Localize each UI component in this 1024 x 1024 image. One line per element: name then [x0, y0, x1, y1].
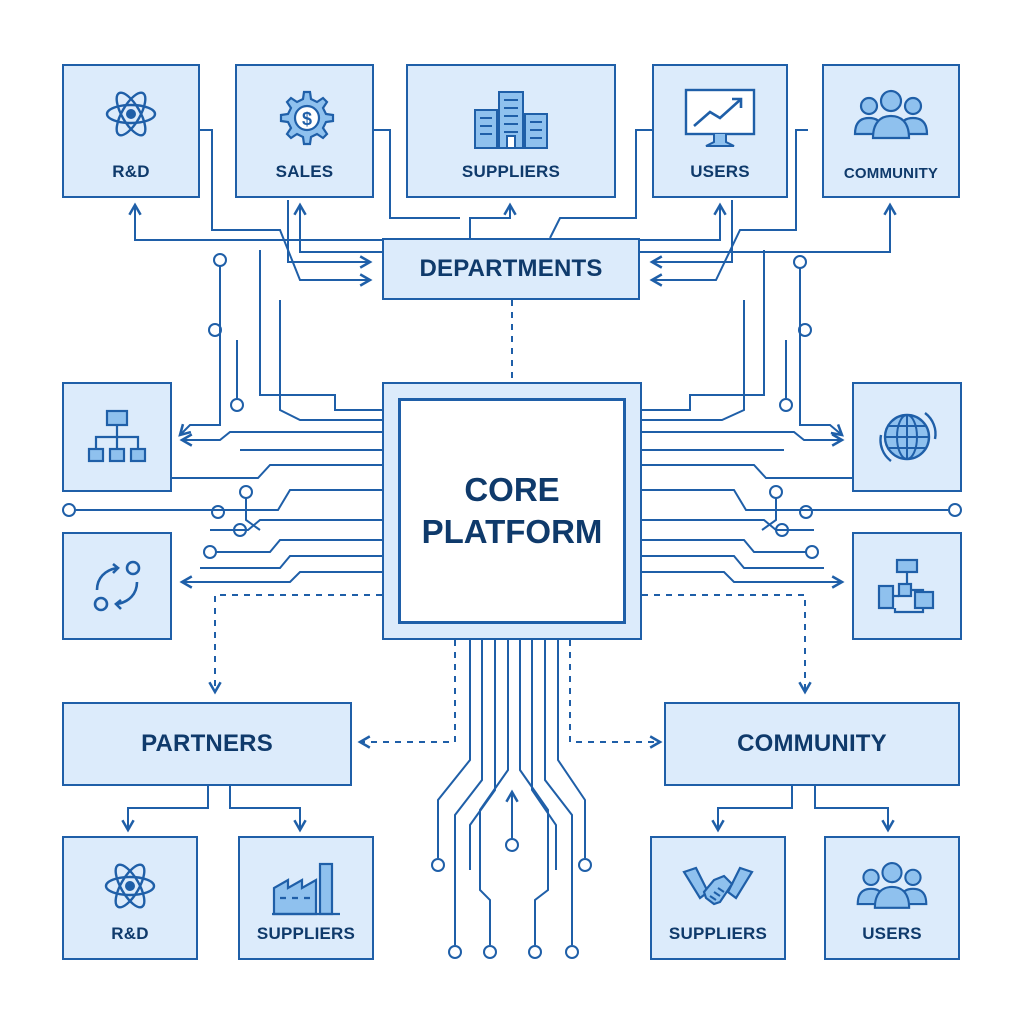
- people-group-icon: [853, 89, 929, 140]
- factory-icon: [272, 862, 340, 916]
- bottom-left-node-rnd-label: R&D: [111, 924, 149, 943]
- bottom-right-node-users-label: USERS: [862, 924, 922, 943]
- core-platform: CORE PLATFORM: [382, 382, 642, 640]
- top-node-users: USERS: [652, 64, 788, 198]
- bottom-left-node-suppliers-label: SUPPLIERS: [256, 924, 356, 943]
- monitor-chart-icon: [684, 88, 756, 147]
- left-bottom-icon-box: [62, 532, 172, 640]
- buildings-icon: [474, 91, 548, 149]
- top-node-users-label: USERS: [690, 162, 750, 181]
- handshake-icon: [682, 866, 754, 906]
- bottom-left-node-suppliers: SUPPLIERS: [238, 836, 374, 960]
- core-title-line1: CORE: [464, 471, 560, 508]
- cycle-arrows-icon: [93, 560, 141, 612]
- atom-icon: [104, 863, 156, 909]
- right-top-icon-box: [852, 382, 962, 492]
- top-node-suppliers: SUPPLIERS: [406, 64, 616, 198]
- bottom-right-node-users: USERS: [824, 836, 960, 960]
- partners-hub: PARTNERS: [62, 702, 352, 786]
- bottom-right-node-suppliers-label: SUPPLIERS: [668, 924, 768, 943]
- core-platform-inner: CORE PLATFORM: [398, 398, 626, 624]
- core-title-line2: PLATFORM: [421, 513, 603, 550]
- top-node-sales-label: SALES: [275, 162, 334, 181]
- core-platform-title: CORE PLATFORM: [401, 469, 623, 553]
- gear-dollar-icon: $: [279, 90, 334, 146]
- atom-icon: [105, 91, 157, 137]
- top-node-rnd: R&D: [62, 64, 200, 198]
- top-node-rnd-label: R&D: [112, 162, 150, 181]
- globe-icon: [879, 412, 937, 462]
- left-top-icon-box: [62, 382, 172, 492]
- top-node-sales: $ SALES: [235, 64, 374, 198]
- departments-label: DEPARTMENTS: [419, 255, 603, 282]
- bottom-left-node-rnd: R&D: [62, 836, 198, 960]
- svg-text:$: $: [301, 109, 311, 129]
- departments-hub: DEPARTMENTS: [382, 238, 640, 300]
- partners-label: PARTNERS: [141, 730, 273, 757]
- community-hub: COMMUNITY: [664, 702, 960, 786]
- top-node-community: COMMUNITY: [822, 64, 960, 198]
- community-label: COMMUNITY: [737, 730, 887, 757]
- right-bottom-icon-box: [852, 532, 962, 640]
- org-chart-icon: [87, 409, 147, 463]
- top-node-suppliers-label: SUPPLIERS: [461, 162, 561, 181]
- people-group-icon: [856, 862, 928, 909]
- bottom-right-node-suppliers: SUPPLIERS: [650, 836, 786, 960]
- workflow-icon: [877, 558, 935, 614]
- top-node-community-label: COMMUNITY: [843, 165, 939, 182]
